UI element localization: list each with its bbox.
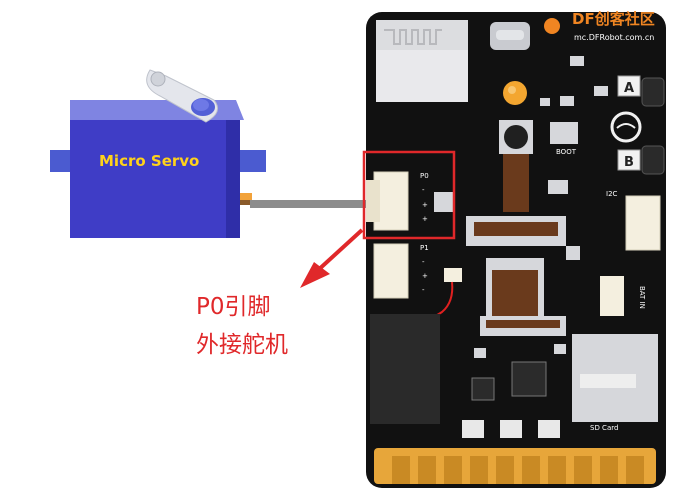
- svg-text:+: +: [422, 272, 428, 280]
- servo-wire-orange: [240, 193, 252, 200]
- watermark-logo-icon: [544, 18, 560, 34]
- servo-mount-tab-left: [50, 150, 74, 172]
- servo-body-shade: [226, 120, 240, 238]
- boot-label: BOOT: [556, 148, 577, 156]
- p1-connector: P1 - + -: [373, 243, 462, 299]
- servo-cable: [250, 200, 378, 208]
- micro-servo: Micro Servo: [50, 69, 266, 238]
- battery-label: BAT IN: [638, 286, 646, 309]
- logo-badge: [610, 111, 642, 143]
- pointer-arrow: [300, 228, 364, 288]
- servo-wire-brown: [240, 200, 252, 205]
- controller-board: BOOT A B P0 - + +: [366, 12, 666, 488]
- battery-connector: BAT IN: [600, 276, 646, 316]
- button-b-label: B: [624, 155, 634, 170]
- p0-connector: P0 - + +: [366, 171, 454, 231]
- annotation-line-1: P0引脚: [196, 294, 271, 320]
- sd-card-slot: SD Card: [572, 334, 658, 432]
- servo-body: [70, 120, 240, 238]
- p1-label: P1: [420, 244, 429, 252]
- svg-text:-: -: [422, 286, 425, 294]
- servo-horn: [146, 69, 219, 123]
- button-b[interactable]: B: [617, 145, 665, 175]
- status-led: [503, 81, 527, 105]
- svg-text:+: +: [422, 201, 428, 209]
- i2c-label: I2C: [606, 190, 618, 198]
- p0-label: P0: [420, 172, 429, 180]
- svg-text:-: -: [422, 186, 425, 194]
- main-chip: [511, 361, 547, 397]
- boot-button[interactable]: [550, 122, 578, 144]
- camera-ribbon: [503, 154, 529, 212]
- sdcard-label: SD Card: [590, 424, 618, 432]
- watermark-brand: DF创客社区: [572, 10, 655, 28]
- battery-area: [370, 314, 440, 424]
- button-a-label: A: [624, 81, 634, 96]
- p0-highlight-box: [362, 150, 456, 240]
- svg-text:+: +: [422, 215, 428, 223]
- svg-text:-: -: [422, 258, 425, 266]
- watermark: DF创客社区 mc.DFRobot.com.cn: [544, 10, 655, 42]
- button-a[interactable]: A: [617, 75, 665, 107]
- annotation-line-2: 外接舵机: [196, 332, 288, 358]
- watermark-url: mc.DFRobot.com.cn: [574, 33, 654, 42]
- servo-label: Micro Servo: [99, 152, 199, 170]
- servo-mount-tab-right: [236, 150, 266, 172]
- i2c-connector: I2C: [606, 190, 661, 251]
